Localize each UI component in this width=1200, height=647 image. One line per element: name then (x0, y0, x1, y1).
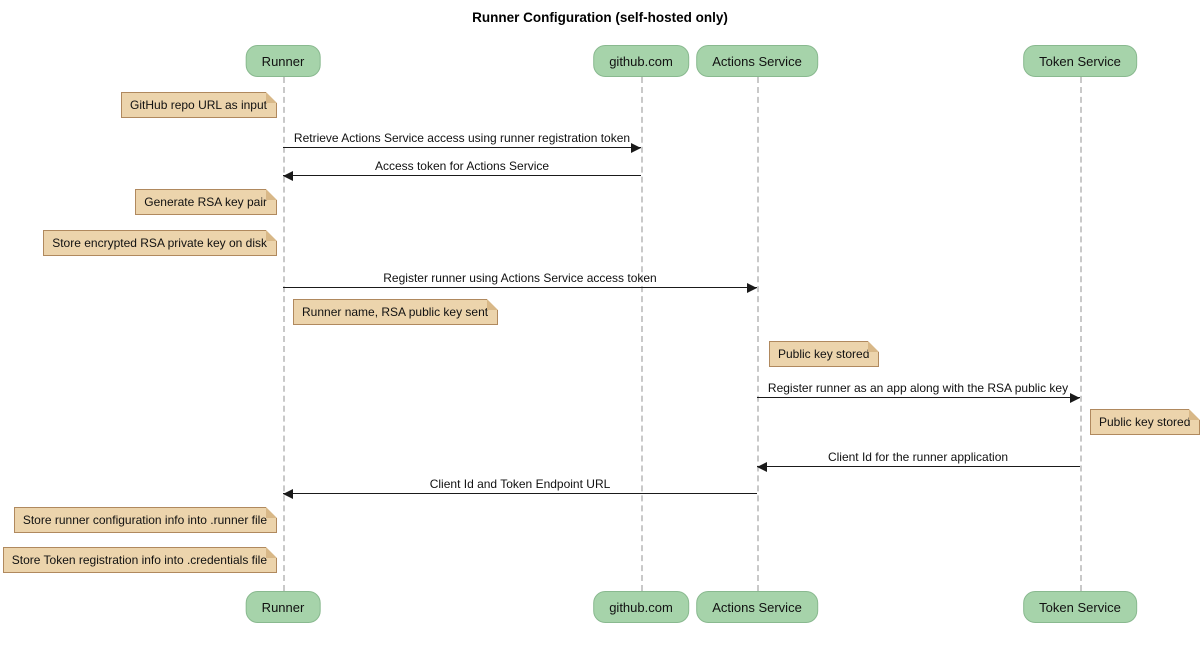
message-label: Client Id for the runner application (827, 450, 1009, 464)
note: GitHub repo URL as input (121, 92, 277, 118)
message-label: Register runner as an app along with the… (767, 381, 1069, 395)
message-line (757, 466, 1080, 467)
actor-box-github-top: github.com (593, 45, 689, 77)
diagram-title: Runner Configuration (self-hosted only) (472, 10, 728, 25)
actor-box-actions-service-top: Actions Service (696, 45, 818, 77)
actor-box-token-service-bottom: Token Service (1023, 591, 1137, 623)
message-line (283, 493, 757, 494)
message-label: Client Id and Token Endpoint URL (429, 477, 611, 491)
arrowhead-left-icon (283, 489, 293, 499)
message-line (283, 175, 641, 176)
arrowhead-right-icon (747, 283, 757, 293)
lifeline-token-service (1080, 77, 1082, 591)
arrowhead-right-icon (1070, 393, 1080, 403)
actor-box-token-service-top: Token Service (1023, 45, 1137, 77)
actor-box-actions-service-bottom: Actions Service (696, 591, 818, 623)
note: Store encrypted RSA private key on disk (43, 230, 277, 256)
note: Runner name, RSA public key sent (293, 299, 499, 325)
lifeline-runner (283, 77, 285, 591)
note: Generate RSA key pair (135, 189, 277, 215)
note: Store Token registration info into .cred… (2, 547, 278, 573)
message-line (757, 397, 1080, 398)
actor-box-runner-bottom: Runner (245, 591, 321, 623)
lifeline-github (641, 77, 643, 591)
message-label: Access token for Actions Service (374, 159, 550, 173)
message-line (283, 287, 757, 288)
note: Public key stored (1090, 409, 1200, 435)
note: Store runner configuration info into .ru… (13, 507, 278, 533)
note: Public key stored (769, 341, 880, 367)
arrowhead-right-icon (631, 143, 641, 153)
message-label: Register runner using Actions Service ac… (383, 271, 657, 285)
actor-box-github-bottom: github.com (593, 591, 689, 623)
arrowhead-left-icon (283, 171, 293, 181)
actor-box-runner-top: Runner (245, 45, 321, 77)
message-line (283, 147, 641, 148)
arrowhead-left-icon (757, 462, 767, 472)
lifeline-actions-service (757, 77, 759, 591)
message-label: Retrieve Actions Service access using ru… (293, 131, 631, 145)
